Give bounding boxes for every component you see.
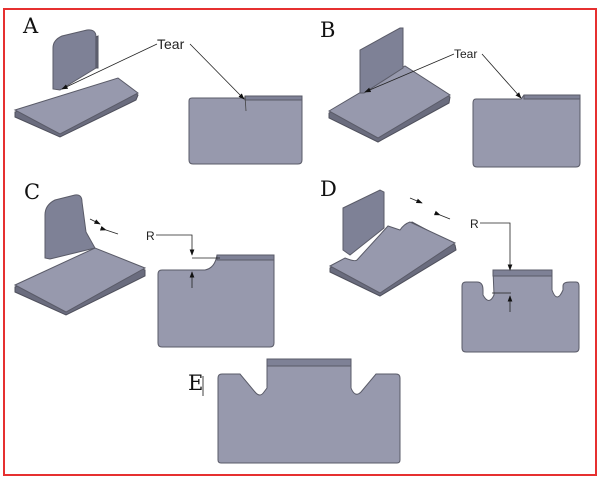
panel-b-isometric-part (327, 27, 451, 143)
panel-c-label: C (24, 180, 40, 204)
panel-c: C R (13, 180, 275, 348)
panel-b: B Tear (320, 18, 581, 168)
panel-b-leader-left (364, 53, 455, 93)
panel-c-isometric-part (13, 194, 147, 316)
panel-a-isometric-part (13, 29, 139, 138)
panel-c-radius-callout: R (146, 229, 155, 243)
panel-c-radius-leader (156, 234, 195, 256)
panel-b-flat-part (472, 94, 581, 168)
panel-d-radius-leader (480, 222, 513, 271)
panel-b-leader-right (481, 53, 522, 99)
panel-a-tear-callout: Tear (157, 36, 185, 52)
figure-border (3, 8, 597, 476)
panel-d: D R (320, 177, 580, 353)
panel-d-isometric-part (328, 189, 457, 297)
panel-d-flat-part (461, 269, 580, 353)
panel-e-label: E (188, 371, 203, 395)
panel-b-label: B (320, 18, 335, 42)
panel-a-label: A (22, 14, 39, 38)
panel-c-flat-part (157, 254, 275, 348)
panel-a-leader-left (61, 43, 158, 90)
panel-a-leader-right (189, 43, 245, 100)
panel-d-radius-callout: R (470, 217, 479, 231)
panel-e-flat-part (217, 358, 401, 464)
panel-d-label: D (320, 177, 337, 201)
panel-e: E (188, 358, 401, 464)
panel-a-flat-part (188, 95, 303, 165)
panel-b-tear-callout: Tear (454, 47, 477, 61)
panel-a: A Tear (13, 14, 303, 165)
